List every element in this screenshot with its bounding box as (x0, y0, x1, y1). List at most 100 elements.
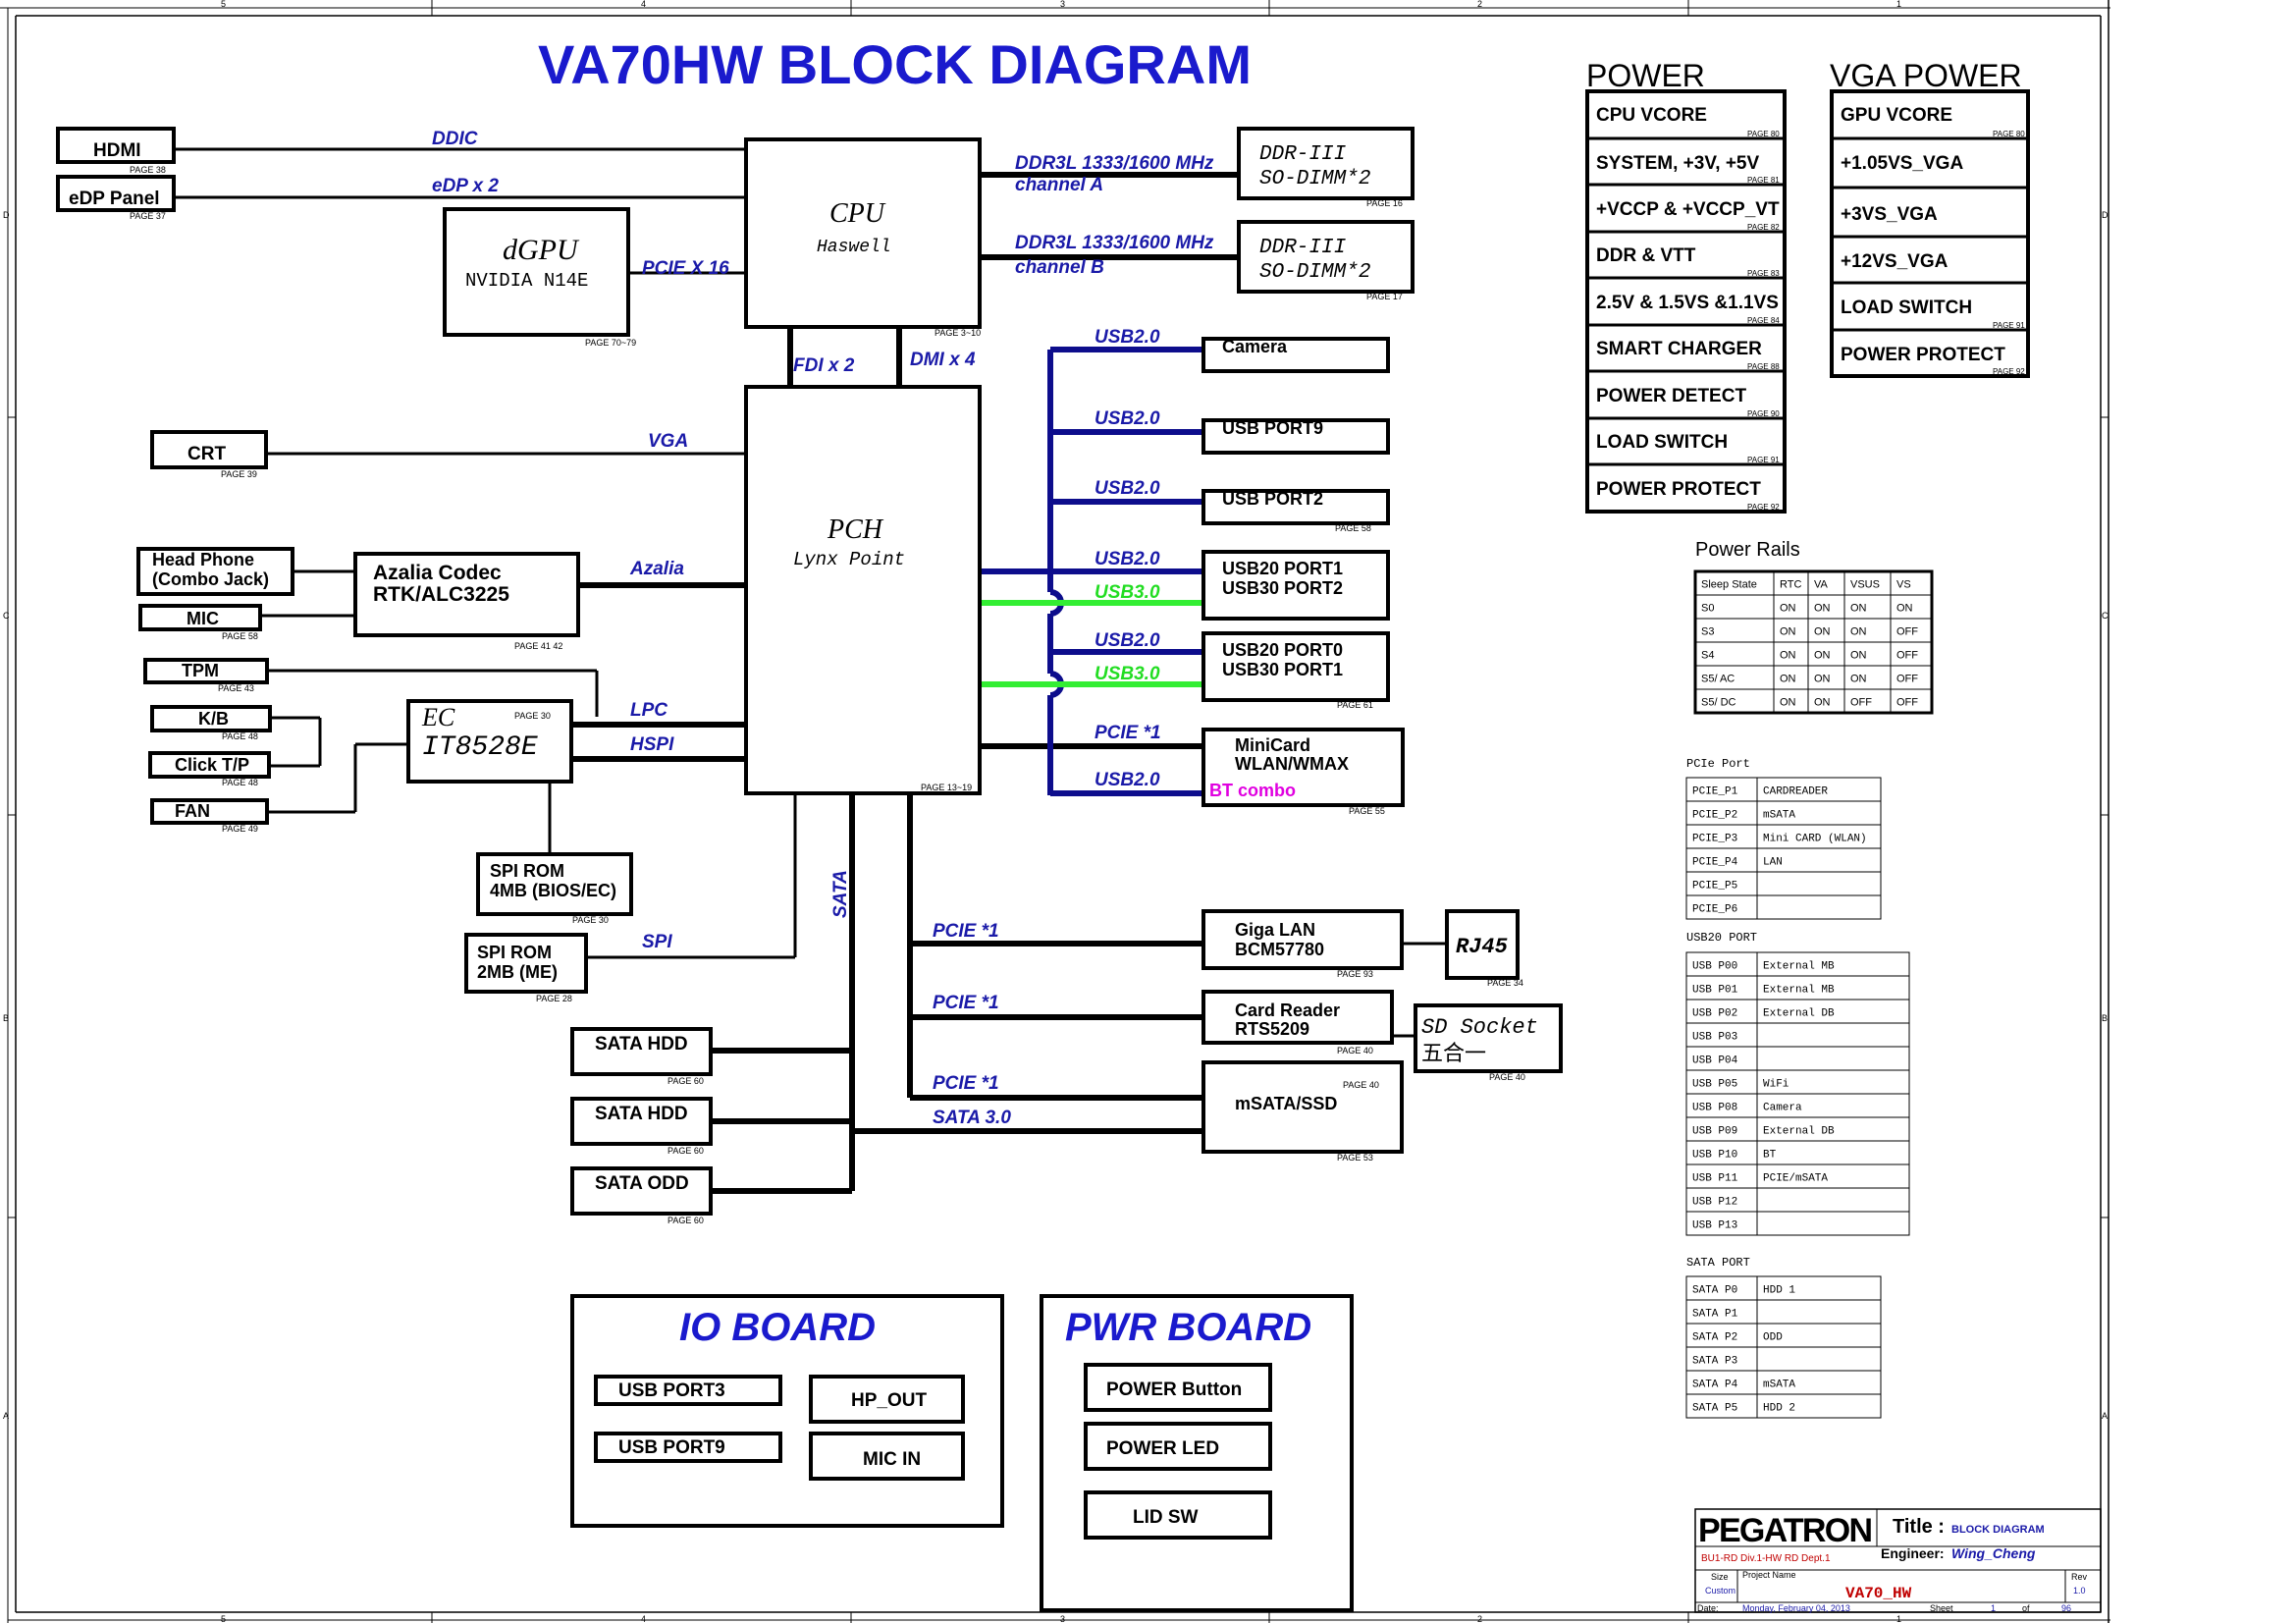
power-rails-cell-r1-c4: ON (1896, 602, 1913, 614)
power-page-2: PAGE 82 (1747, 223, 1780, 232)
usb20p0-label: USB20 PORT0 (1222, 640, 1343, 660)
tpm-box (143, 658, 269, 684)
ddr-a-page: PAGE 16 (1366, 198, 1403, 208)
usb20-port-cell-r11-c0: USB P13 (1692, 1219, 1737, 1231)
power-page-4: PAGE 84 (1747, 316, 1780, 325)
cpu-subtitle: Haswell (817, 238, 891, 257)
vga-power-title: VGA POWER (1830, 58, 2022, 93)
border-letter-b: B (3, 1013, 9, 1023)
azalia-box (353, 552, 580, 637)
power-page-0: PAGE 80 (1747, 130, 1780, 138)
spirom2-label-1: SPI ROM (477, 943, 552, 962)
hdmi-page: PAGE 38 (130, 165, 166, 175)
vga-power-item-0: GPU VCORE (1841, 105, 1952, 126)
date-value: Monday, February 04, 2013 (1742, 1603, 1850, 1613)
engineer-label: Engineer: (1881, 1545, 1945, 1561)
usb20-port-cell-r0-c0: USB P00 (1692, 960, 1737, 972)
io-usb9-label: USB PORT9 (618, 1437, 725, 1458)
power-rails-cell-r3-c4: OFF (1896, 649, 1918, 661)
power-rails-cell-r4-c3: ON (1850, 673, 1867, 684)
size-value: Custom (1705, 1586, 1735, 1596)
io-hpout-label: HP_OUT (851, 1390, 927, 1411)
sata-port-cell-r1-c0: SATA P1 (1692, 1308, 1738, 1320)
power-item-7: LOAD SWITCH (1596, 432, 1728, 453)
lan-page: PAGE 93 (1337, 969, 1373, 979)
usb20-port-cell-r5-c0: USB P05 (1692, 1078, 1737, 1090)
lan-label-2: BCM57780 (1235, 940, 1324, 959)
power-item-5: SMART CHARGER (1596, 339, 1762, 359)
sheet-border (0, 0, 2110, 1623)
power-rails-cell-r1-c2: ON (1814, 602, 1831, 614)
bus-usb20-port1: USB2.0 (1095, 549, 1160, 569)
msata-page-top: PAGE 40 (1343, 1080, 1379, 1090)
hdd2-page: PAGE 60 (667, 1146, 704, 1156)
minicard-box (1201, 728, 1405, 807)
rj45-label: RJ45 (1456, 935, 1508, 959)
edp-page: PAGE 37 (130, 211, 166, 221)
border-num-5: 5 (221, 0, 226, 9)
usb20-port-cell-r10-c0: USB P12 (1692, 1196, 1737, 1208)
rev-label: Rev (2071, 1572, 2088, 1582)
engineer-value: Wing_Cheng (1951, 1545, 2036, 1561)
power-rails-cell-r5-c0: S5/ DC (1701, 696, 1736, 708)
pch-box (744, 385, 982, 795)
power-rails-cell-r0-c4: VS (1896, 578, 1911, 590)
crt-page: PAGE 39 (221, 469, 257, 479)
pcie-port-cell-r3-c0: PCIE_P4 (1692, 856, 1738, 868)
mic-page: PAGE 58 (222, 631, 258, 641)
lid-sw-box (1084, 1490, 1272, 1540)
usb20-port-cell-r2-c1: External DB (1763, 1007, 1835, 1019)
vga-power-item-1: +1.05VS_VGA (1841, 153, 1963, 174)
power-rails-cell-r2-c0: S3 (1701, 625, 1714, 637)
edp-box (56, 175, 176, 212)
bus-sata-vertical: SATA (830, 870, 851, 918)
power-page-3: PAGE 83 (1747, 269, 1780, 278)
vga-power-item-2: +3VS_VGA (1841, 204, 1938, 225)
usbport9-label: USB PORT9 (1222, 418, 1323, 438)
headphone-label-2: (Combo Jack) (152, 569, 269, 589)
azalia-page: PAGE 41 42 (514, 641, 562, 651)
border-num-3: 3 (1060, 0, 1065, 9)
title-block (1694, 1508, 2102, 1613)
power-title: POWER (1586, 58, 1705, 93)
clickpad-label: Click T/P (175, 755, 249, 775)
vga-power-page-4: PAGE 91 (1993, 321, 2025, 330)
usb20-port-cell-r0-c1: External MB (1763, 960, 1835, 972)
pcie-port-cell-r2-c1: Mini CARD (WLAN) (1763, 833, 1867, 844)
power-rails-cell-r3-c0: S4 (1701, 649, 1714, 661)
bus-pcie-minicard: PCIE *1 (1095, 723, 1161, 743)
sata-port-cell-r5-c0: SATA P5 (1692, 1402, 1737, 1414)
border-letter-b-r: B (2102, 1013, 2108, 1023)
sd-label-1: SD Socket (1421, 1015, 1538, 1040)
sata-port-cell-r2-c1: ODD (1763, 1331, 1783, 1343)
power-rails-cell-r2-c2: ON (1814, 625, 1831, 637)
rev-value: 1.0 (2073, 1586, 2086, 1596)
lid-sw-label: LID SW (1133, 1507, 1199, 1528)
bus-azalia: Azalia (629, 559, 684, 579)
sata-port-cell-r4-c0: SATA P4 (1692, 1379, 1738, 1390)
minicard-page: PAGE 55 (1349, 806, 1385, 816)
crt-box (150, 430, 268, 469)
clickpad-box (148, 751, 271, 779)
bus-pcie-card: PCIE *1 (933, 993, 999, 1013)
of-label: of (2022, 1603, 2030, 1613)
ddr-b-label-2: SO-DIMM*2 (1259, 261, 1370, 284)
vga-power-item-5: POWER PROTECT (1841, 345, 2005, 365)
power-rails-cell-r5-c4: OFF (1896, 696, 1918, 708)
headphone-label-1: Head Phone (152, 550, 254, 569)
usb3-bus (980, 600, 1203, 687)
power-page-6: PAGE 90 (1747, 409, 1780, 418)
bus-usb20-port0: USB2.0 (1095, 630, 1160, 651)
crt-label: CRT (187, 444, 226, 464)
bus-ddr-a-2: channel A (1015, 175, 1103, 195)
usb20-port-cell-r7-c1: External DB (1763, 1125, 1835, 1137)
bus-usb30-port1: USB3.0 (1095, 664, 1160, 684)
usbport9-box (1201, 418, 1390, 455)
minicard-label-2: WLAN/WMAX (1235, 754, 1349, 774)
power-rails-cell-r5-c1: ON (1780, 696, 1796, 708)
power-rails-cell-r0-c3: VSUS (1850, 578, 1880, 590)
border-num-2: 2 (1477, 0, 1482, 9)
pcie-port-cell-r0-c0: PCIE_P1 (1692, 785, 1738, 797)
fan-page: PAGE 49 (222, 824, 258, 834)
